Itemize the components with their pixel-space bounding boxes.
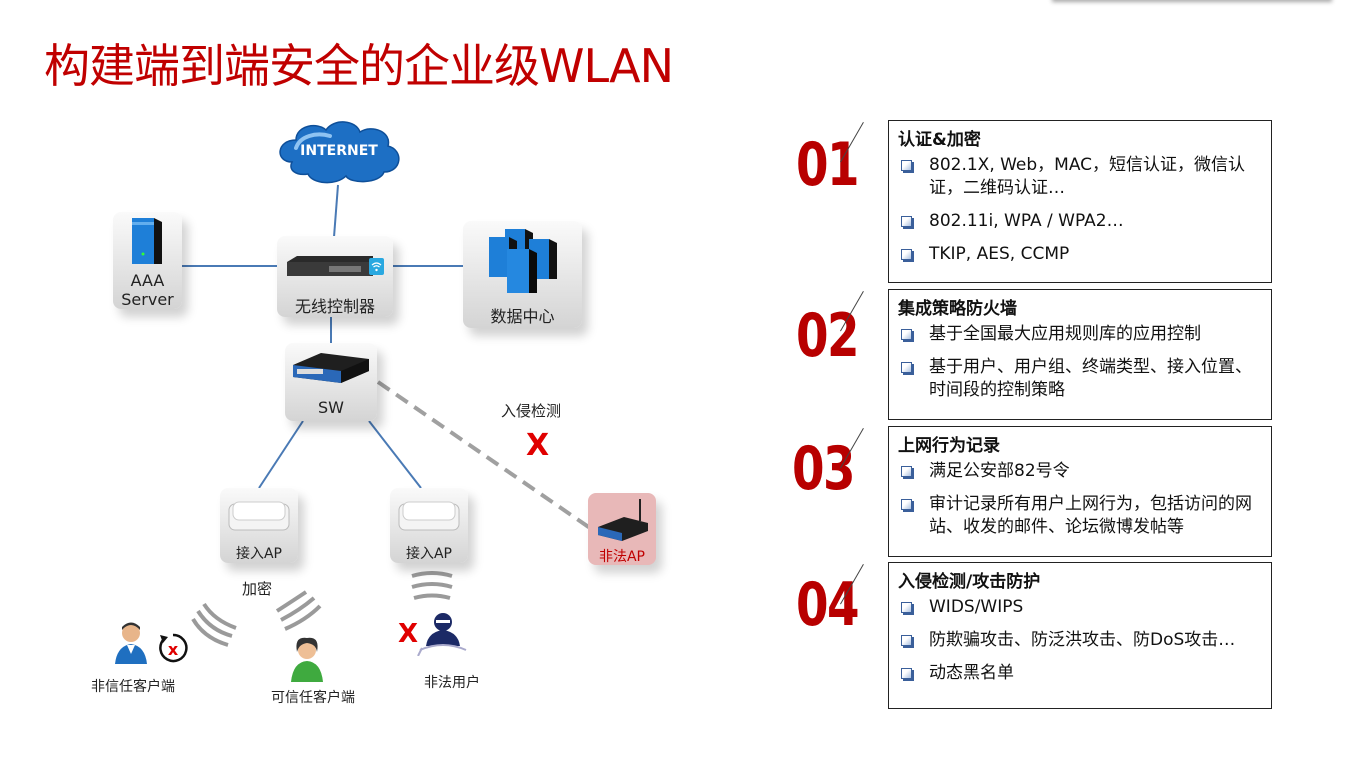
feature-item-text: 防欺骗攻击、防泛洪攻击、防DoS攻击…	[929, 630, 1236, 650]
internet-label: INTERNET	[300, 143, 378, 159]
untrusted-client-avatar-icon	[115, 622, 147, 664]
access-ap-1-node[interactable]: 接入AP	[220, 488, 298, 563]
feature-item-text: 基于全国最大应用规则库的应用控制	[929, 324, 1201, 344]
illegal-user-label: 非法用户	[424, 675, 480, 691]
feature-item-text: 802.1X, Web，MAC，短信认证，微信认证，二维码认证…	[929, 155, 1246, 198]
checkbox-bullet-icon	[901, 329, 912, 340]
feature-panel-03: 03 上网行为记录 满足公安部82号令 审计记录所有用户上网行为，包括访问的网站…	[780, 426, 1280, 557]
checkbox-bullet-icon	[901, 362, 912, 373]
data-center-servers-icon	[489, 229, 557, 293]
wifi-signal-icon	[275, 590, 322, 631]
access-point-icon	[228, 501, 290, 531]
hacker-icon	[417, 613, 467, 656]
feature-item: 满足公安部82号令	[889, 460, 1271, 483]
access-ap-2-node[interactable]: 接入AP	[390, 488, 468, 563]
feature-heading: 入侵检测/攻击防护	[898, 572, 1041, 592]
feature-item: 802.1X, Web，MAC，短信认证，微信认证，二维码认证…	[889, 154, 1271, 200]
feature-item: 基于用户、用户组、终端类型、接入位置、时间段的控制策略	[889, 356, 1271, 402]
server-icon	[132, 218, 162, 264]
feature-box: 认证&加密 802.1X, Web，MAC，短信认证，微信认证，二维码认证… 8…	[888, 120, 1272, 283]
untrusted-client-label: 非信任客户端	[91, 679, 175, 695]
access-ap-1-label: 接入AP	[235, 546, 283, 562]
aaa-label-line1: AAA	[130, 271, 165, 290]
data-center-node[interactable]: 数据中心	[463, 221, 582, 328]
access-point-icon	[398, 501, 460, 531]
feature-item-text: 动态黑名单	[929, 663, 1014, 683]
feature-box: 入侵检测/攻击防护 WIDS/WIPS 防欺骗攻击、防泛洪攻击、防DoS攻击… …	[888, 562, 1272, 709]
wireless-controller-label: 无线控制器	[294, 297, 375, 316]
feature-heading: 上网行为记录	[898, 436, 1000, 456]
feature-item-text: 审计记录所有用户上网行为，包括访问的网站、收发的邮件、论坛微博发帖等	[929, 494, 1252, 537]
feature-panel-02: 02 集成策略防火墙 基于全国最大应用规则库的应用控制 基于用户、用户组、终端类…	[780, 289, 1280, 420]
reject-reconnect-icon: x	[159, 633, 188, 663]
network-diagram: INTERNET AAA Server	[91, 121, 656, 706]
feature-number: 04	[796, 570, 860, 640]
checkbox-bullet-icon	[901, 216, 912, 227]
link-switch-ap1	[258, 420, 304, 489]
rogue-ap-node[interactable]: 非法AP	[588, 493, 656, 565]
rogue-ap-label: 非法AP	[598, 549, 646, 565]
feature-number: 01	[796, 130, 860, 200]
switch-label: SW	[318, 398, 344, 417]
feature-item-text: 802.11i, WPA / WPA2…	[929, 211, 1124, 231]
internet-cloud-icon	[279, 121, 400, 184]
trusted-client-avatar-icon	[291, 637, 323, 682]
checkbox-bullet-icon	[901, 466, 912, 477]
wifi-signal-icon	[191, 602, 237, 647]
feature-item: 基于全国最大应用规则库的应用控制	[889, 323, 1271, 346]
checkbox-bullet-icon	[901, 602, 912, 613]
trusted-client-label: 可信任客户端	[271, 690, 355, 706]
feature-item: 动态黑名单	[889, 662, 1271, 685]
feature-number: 03	[792, 434, 856, 504]
feature-box: 集成策略防火墙 基于全国最大应用规则库的应用控制 基于用户、用户组、终端类型、接…	[888, 289, 1272, 420]
wifi-signal-icon	[411, 571, 453, 600]
access-ap-2-label: 接入AP	[405, 546, 453, 562]
checkbox-bullet-icon	[901, 249, 912, 260]
feature-box: 上网行为记录 满足公安部82号令 审计记录所有用户上网行为，包括访问的网站、收发…	[888, 426, 1272, 557]
feature-item: 防欺骗攻击、防泛洪攻击、防DoS攻击…	[889, 629, 1271, 652]
rogue-router-icon	[598, 499, 648, 541]
feature-item: WIDS/WIPS	[889, 596, 1271, 619]
aaa-server-node[interactable]: AAA Server	[113, 212, 182, 309]
data-center-label: 数据中心	[490, 307, 555, 326]
link-switch-ap2	[368, 420, 422, 489]
feature-panel-04: 04 入侵检测/攻击防护 WIDS/WIPS 防欺骗攻击、防泛洪攻击、防DoS攻…	[780, 562, 1280, 709]
checkbox-bullet-icon	[901, 635, 912, 646]
link-internet-controller	[333, 184, 339, 238]
feature-panel-01: 01 认证&加密 802.1X, Web，MAC，短信认证，微信认证，二维码认证…	[780, 120, 1280, 283]
blocked-user-x-icon: X	[398, 619, 419, 649]
checkbox-bullet-icon	[901, 160, 912, 171]
checkbox-bullet-icon	[901, 668, 912, 679]
aaa-label-line2: Server	[121, 290, 174, 309]
feature-heading: 认证&加密	[898, 130, 981, 150]
feature-heading: 集成策略防火墙	[898, 299, 1017, 319]
wireless-controller-icon	[287, 256, 384, 276]
switch-icon	[293, 353, 369, 383]
feature-item: 审计记录所有用户上网行为，包括访问的网站、收发的邮件、论坛微博发帖等	[889, 493, 1271, 539]
switch-node[interactable]: SW	[285, 343, 377, 421]
checkbox-bullet-icon	[901, 499, 912, 510]
feature-item: TKIP, AES, CCMP	[889, 243, 1271, 266]
svg-text:x: x	[168, 640, 179, 659]
feature-item-text: 基于用户、用户组、终端类型、接入位置、时间段的控制策略	[929, 357, 1252, 400]
feature-number: 02	[796, 301, 860, 371]
feature-item-text: WIDS/WIPS	[929, 597, 1024, 617]
diagram-links: INTERNET	[182, 121, 592, 647]
blocked-x-icon: X	[526, 428, 550, 463]
page-title: 构建端到端安全的企业级WLAN	[44, 39, 674, 93]
feature-item-text: 满足公安部82号令	[929, 461, 1070, 481]
intrusion-detection-label: 入侵检测	[501, 402, 562, 420]
feature-item: 802.11i, WPA / WPA2…	[889, 210, 1271, 233]
wireless-controller-node[interactable]: 无线控制器	[277, 236, 393, 317]
feature-item-text: TKIP, AES, CCMP	[929, 244, 1070, 264]
encryption-label: 加密	[242, 580, 273, 598]
